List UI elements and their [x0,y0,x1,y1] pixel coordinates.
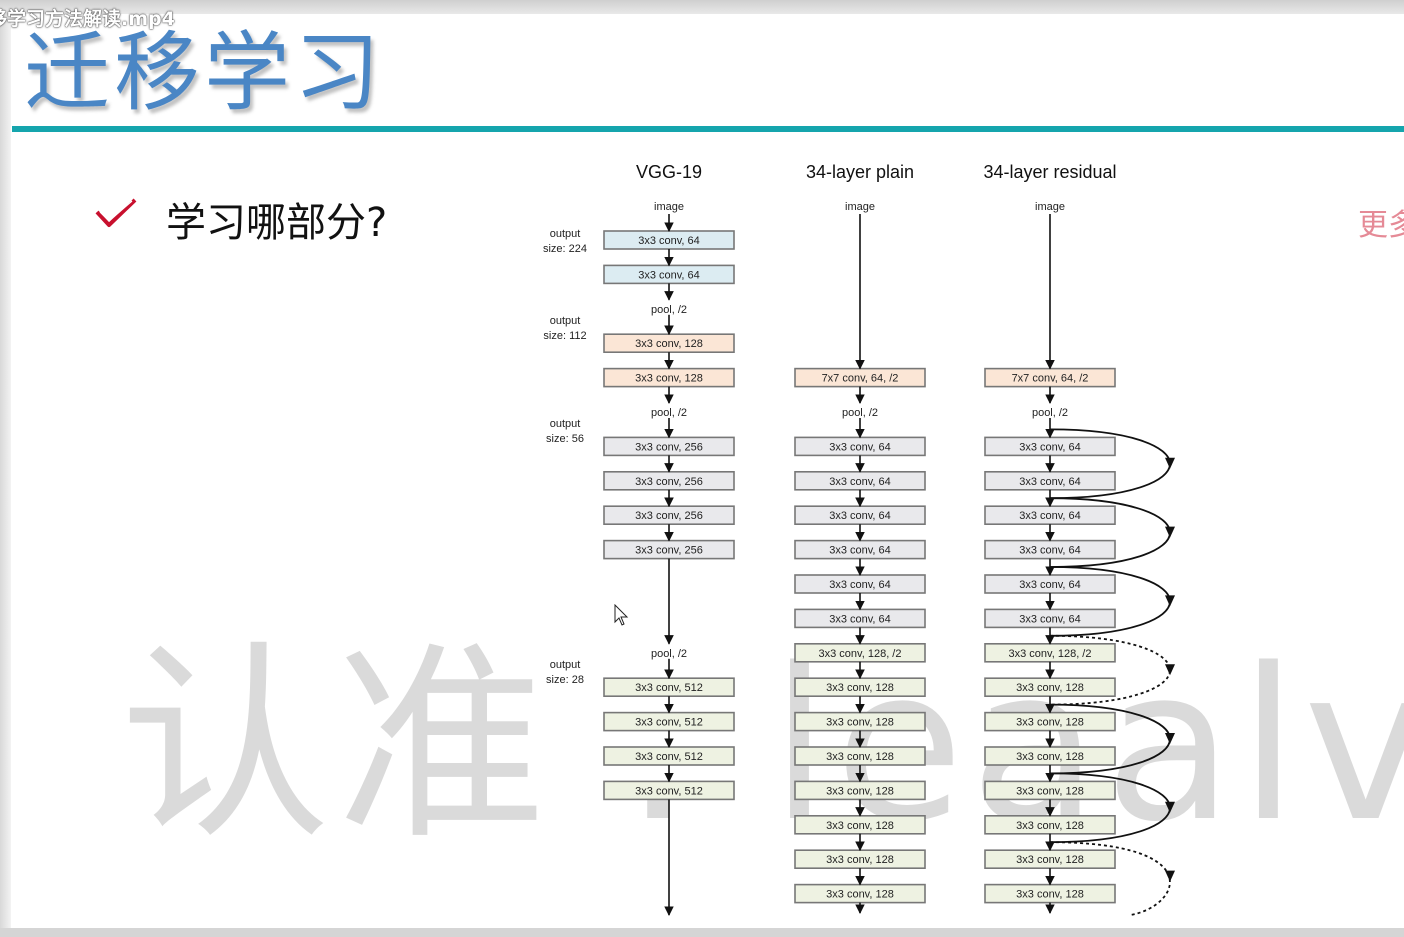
video-filename: 移学习方法解读.mp4 [0,8,175,30]
side-text: 更多 [1358,208,1404,243]
question-text: 学习哪部分? [166,200,388,246]
output-size-value: size: 56 [546,433,584,445]
watermark: 认准 . leaalv.c [120,623,1404,868]
slide-title: 迁移学习 [24,23,384,123]
checkmark-icon [95,198,137,227]
skip-arrowhead-icon [1165,733,1175,744]
video-player-bottom-bar [0,928,1404,937]
layer-label: 3x3 conv, 64 [1019,545,1081,557]
layer-label: 3x3 conv, 256 [635,545,703,557]
layer-label: 3x3 conv, 64 [1019,441,1081,453]
layer-label: 3x3 conv, 128 [1016,682,1084,694]
layer-label: 3x3 conv, 128, /2 [819,648,902,660]
layer-label: 3x3 conv, 512 [635,682,703,694]
pool-layer-label: pool, /2 [842,407,878,419]
title-divider [12,126,1404,132]
layer-label: 3x3 conv, 256 [635,510,703,522]
output-size-label: output [550,659,581,671]
layer-label: 3x3 conv, 64 [1019,579,1081,591]
layer-label: 3x3 conv, 256 [635,476,703,488]
layer-label: 3x3 conv, 128 [1016,751,1084,763]
input-label: image [654,201,684,213]
layer-label: 3x3 conv, 64 [829,545,891,557]
layer-label: 3x3 conv, 64 [638,269,700,281]
input-label: image [845,201,875,213]
pool-layer-label: pool, /2 [651,648,687,660]
layer-label: 3x3 conv, 128 [826,682,894,694]
output-size-label: output [550,228,581,240]
input-label: image [1035,201,1065,213]
layer-label: 3x3 conv, 128 [635,338,703,350]
layer-label: 3x3 conv, 64 [1019,476,1081,488]
skip-arrowhead-icon [1165,457,1175,469]
layer-label: 3x3 conv, 128 [635,373,703,385]
slide-left-edge [0,14,11,937]
pool-layer-label: pool, /2 [1032,407,1068,419]
layer-label: 3x3 conv, 128 [1016,820,1084,832]
output-size-value: size: 224 [543,243,587,255]
layer-label: 3x3 conv, 128 [1016,889,1084,901]
layer-label: 3x3 conv, 64 [829,510,891,522]
output-size-label: output [550,315,581,327]
pool-layer-label: pool, /2 [651,304,687,316]
layer-label: 3x3 conv, 64 [1019,613,1081,625]
layer-label: 3x3 conv, 128 [1016,854,1084,866]
skip-arrowhead-icon [1165,526,1175,538]
skip-connection [1049,634,1171,706]
skip-arrowhead-icon [1165,664,1175,676]
layer-label: 3x3 conv, 128 [826,785,894,797]
video-player-top-bar [0,0,1404,14]
mouse-cursor-icon [614,604,629,626]
layer-label: 3x3 conv, 256 [635,441,703,453]
layer-label: 3x3 conv, 64 [638,235,700,247]
layer-label: 3x3 conv, 512 [635,751,703,763]
layer-label: 3x3 conv, 64 [829,476,891,488]
layer-label: 3x3 conv, 64 [829,441,891,453]
column-title: VGG-19 [636,162,702,182]
layer-label: 3x3 conv, 128 [1016,717,1084,729]
layer-label: 3x3 conv, 128 [826,854,894,866]
output-size-label: output [550,418,581,430]
layer-label: 3x3 conv, 64 [829,579,891,591]
layer-label: 3x3 conv, 64 [1019,510,1081,522]
column-title: 34-layer plain [806,162,914,182]
layer-label: 7x7 conv, 64, /2 [1012,373,1089,385]
layer-label: 3x3 conv, 128, /2 [1009,648,1092,660]
layer-label: 3x3 conv, 512 [635,717,703,729]
layer-label: 3x3 conv, 128 [826,751,894,763]
layer-label: 3x3 conv, 128 [826,717,894,729]
layer-label: 7x7 conv, 64, /2 [822,373,899,385]
pool-layer-label: pool, /2 [651,407,687,419]
layer-label: 3x3 conv, 128 [1016,785,1084,797]
skip-arrowhead-icon [1165,870,1175,882]
layer-label: 3x3 conv, 512 [635,785,703,797]
layer-label: 3x3 conv, 128 [826,889,894,901]
skip-arrowhead-icon [1165,801,1175,813]
output-size-value: size: 112 [543,330,586,342]
column-title: 34-layer residual [983,162,1116,182]
layer-label: 3x3 conv, 64 [829,613,891,625]
skip-arrowhead-icon [1165,595,1175,607]
layer-label: 3x3 conv, 128 [826,820,894,832]
output-size-value: size: 28 [546,674,584,686]
